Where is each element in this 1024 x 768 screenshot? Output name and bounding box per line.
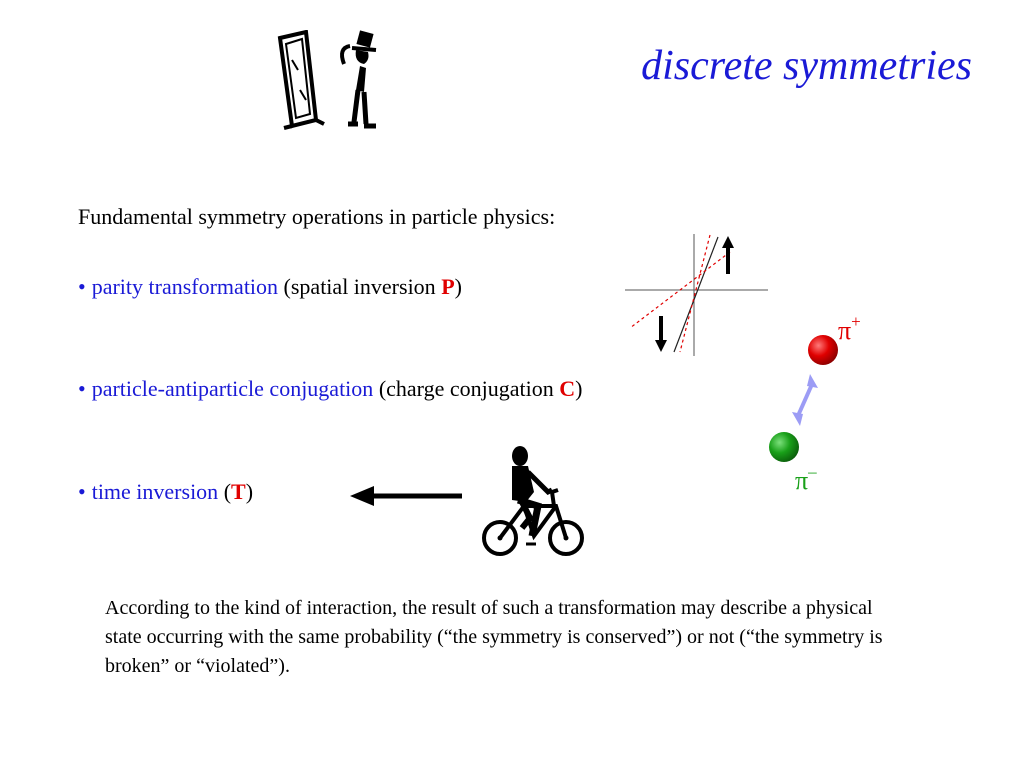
explanation-paragraph: According to the kind of interaction, th…: [105, 594, 905, 681]
left-arrow-icon: [350, 486, 462, 506]
bullet-marker: •: [78, 376, 86, 401]
bullet-description: (: [223, 479, 232, 504]
bullet-close: ): [245, 479, 254, 504]
bullet-close: ): [575, 376, 583, 401]
bullet-title: parity transformation: [91, 274, 279, 299]
bullet-symbol: P: [441, 274, 455, 299]
pion-plus-ball: [808, 335, 838, 365]
pion-plus-label: π+: [838, 313, 861, 346]
note-quote: “the symmetry is broken”: [105, 626, 883, 677]
pion-symbol: π: [795, 466, 809, 495]
note-text: ) or not (: [675, 626, 746, 648]
bullet-title: time inversion: [91, 479, 219, 504]
intro-text: Fundamental symmetry operations in parti…: [78, 204, 556, 229]
bullet-time-inversion: •time inversion (T): [78, 479, 253, 505]
bullet-description: (charge conjugation: [378, 376, 560, 401]
page-title: discrete symmetries: [641, 43, 972, 89]
parity-axes-icon: [625, 234, 768, 356]
bullet-symbol: T: [231, 479, 246, 504]
bullet-marker: •: [78, 479, 86, 504]
pion-minus-label: π–: [795, 463, 817, 496]
note-text: According to the kind of interaction, th…: [105, 597, 873, 648]
pion-minus-ball: [769, 432, 799, 462]
note-quote: “violated”: [196, 655, 279, 677]
person-with-hat-icon: [340, 30, 377, 129]
bullet-symbol: C: [559, 376, 576, 401]
double-arrow-icon: [792, 374, 818, 426]
pion-symbol: π: [838, 316, 852, 345]
bullet-title: particle-antiparticle conjugation: [91, 376, 374, 401]
note-text: or: [169, 655, 197, 677]
bullet-marker: •: [78, 274, 86, 299]
note-text: ).: [278, 655, 290, 677]
bullet-parity: •parity transformation (spatial inversio…: [78, 274, 462, 300]
bullet-description: (spatial inversion: [283, 274, 442, 299]
bullet-close: ): [454, 274, 462, 299]
mirror-icon: [277, 30, 325, 130]
bullet-charge-conjugation: •particle-antiparticle conjugation (char…: [78, 376, 582, 402]
note-quote: “the symmetry is conserved”: [443, 626, 676, 648]
pion-charge: –: [808, 462, 817, 481]
cyclist-icon: [482, 446, 584, 556]
pion-charge: +: [851, 312, 861, 331]
